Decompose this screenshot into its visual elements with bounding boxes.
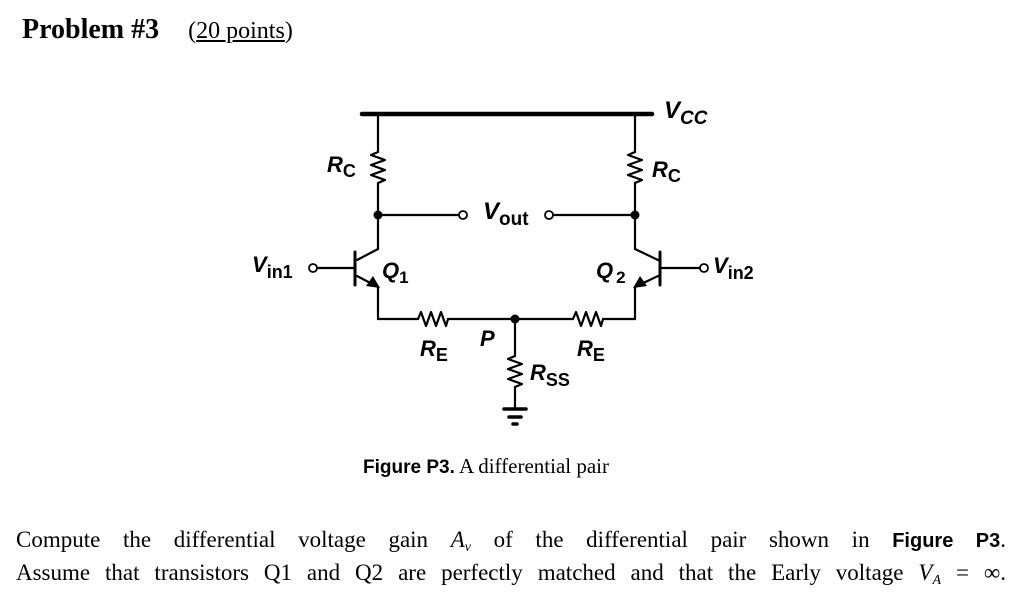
question-text: Compute the differential voltage gain Av… — [16, 524, 1006, 588]
q2-emitter-arrow — [633, 276, 647, 288]
av-symbol: Av — [450, 527, 471, 555]
re-right-resistor — [571, 310, 605, 328]
problem-heading: Problem #3 (20 points) — [22, 14, 293, 46]
vcc-label: VCC — [664, 97, 708, 129]
figure-caption: Figure P3. A differential pair — [363, 454, 609, 479]
av-subscript: v — [464, 540, 471, 555]
question-line2-part-b: = ∞. — [941, 560, 1006, 585]
ground-icon — [502, 407, 528, 426]
rc-left-resistor — [369, 150, 387, 185]
points-close-paren: ) — [284, 18, 293, 44]
problem-title: Problem #3 — [22, 14, 160, 45]
question-line2-part-a: Assume that transistors Q1 and Q2 are pe… — [16, 560, 919, 585]
rc-right-resistor — [626, 150, 644, 185]
re-left-resistor — [416, 310, 450, 328]
question-line-1: Compute the differential voltage gain Av… — [16, 524, 1006, 557]
question-line1-period: . — [1000, 527, 1006, 552]
re-left-label: RE — [420, 336, 448, 365]
node-p-label: P — [480, 326, 495, 351]
q1-collector — [355, 247, 380, 262]
q1-emitter-arrow — [366, 276, 380, 288]
vin2-label: Vin2 — [713, 253, 754, 283]
q2-collector — [633, 247, 660, 262]
question-line1-part-b: of the differential pair shown in — [470, 527, 893, 552]
q1-label: Q1 — [382, 258, 409, 287]
points-value: 20 points — [196, 18, 285, 44]
va-subscript: A — [932, 573, 942, 588]
vin1-terminal — [308, 263, 318, 273]
rss-resistor — [506, 354, 524, 389]
vout-terminal-left — [458, 210, 468, 220]
vout-label: Vout — [483, 198, 529, 230]
re-right-label: RE — [577, 336, 605, 365]
question-line1-part-a: Compute the differential voltage gain — [16, 527, 451, 552]
points-open-paren: ( — [188, 18, 197, 44]
question-figure-ref: Figure P3 — [892, 530, 1001, 552]
vin1-label: Vin1 — [252, 252, 293, 282]
node-left-collector — [373, 210, 383, 220]
caption-text: A differential pair — [454, 454, 610, 478]
problem-points: (20 points) — [188, 18, 293, 44]
rc-left-label: RC — [327, 152, 356, 181]
node-right-collector — [630, 210, 640, 220]
vin2-terminal — [699, 263, 709, 273]
vout-terminal-right — [544, 210, 554, 220]
rc-right-label: RC — [652, 157, 681, 186]
node-p — [510, 314, 520, 324]
caption-figure-ref: Figure P3. — [363, 457, 455, 478]
va-symbol: VA — [918, 560, 942, 588]
rss-label: RSS — [530, 360, 570, 390]
question-line-2: Assume that transistors Q1 and Q2 are pe… — [16, 557, 1006, 588]
